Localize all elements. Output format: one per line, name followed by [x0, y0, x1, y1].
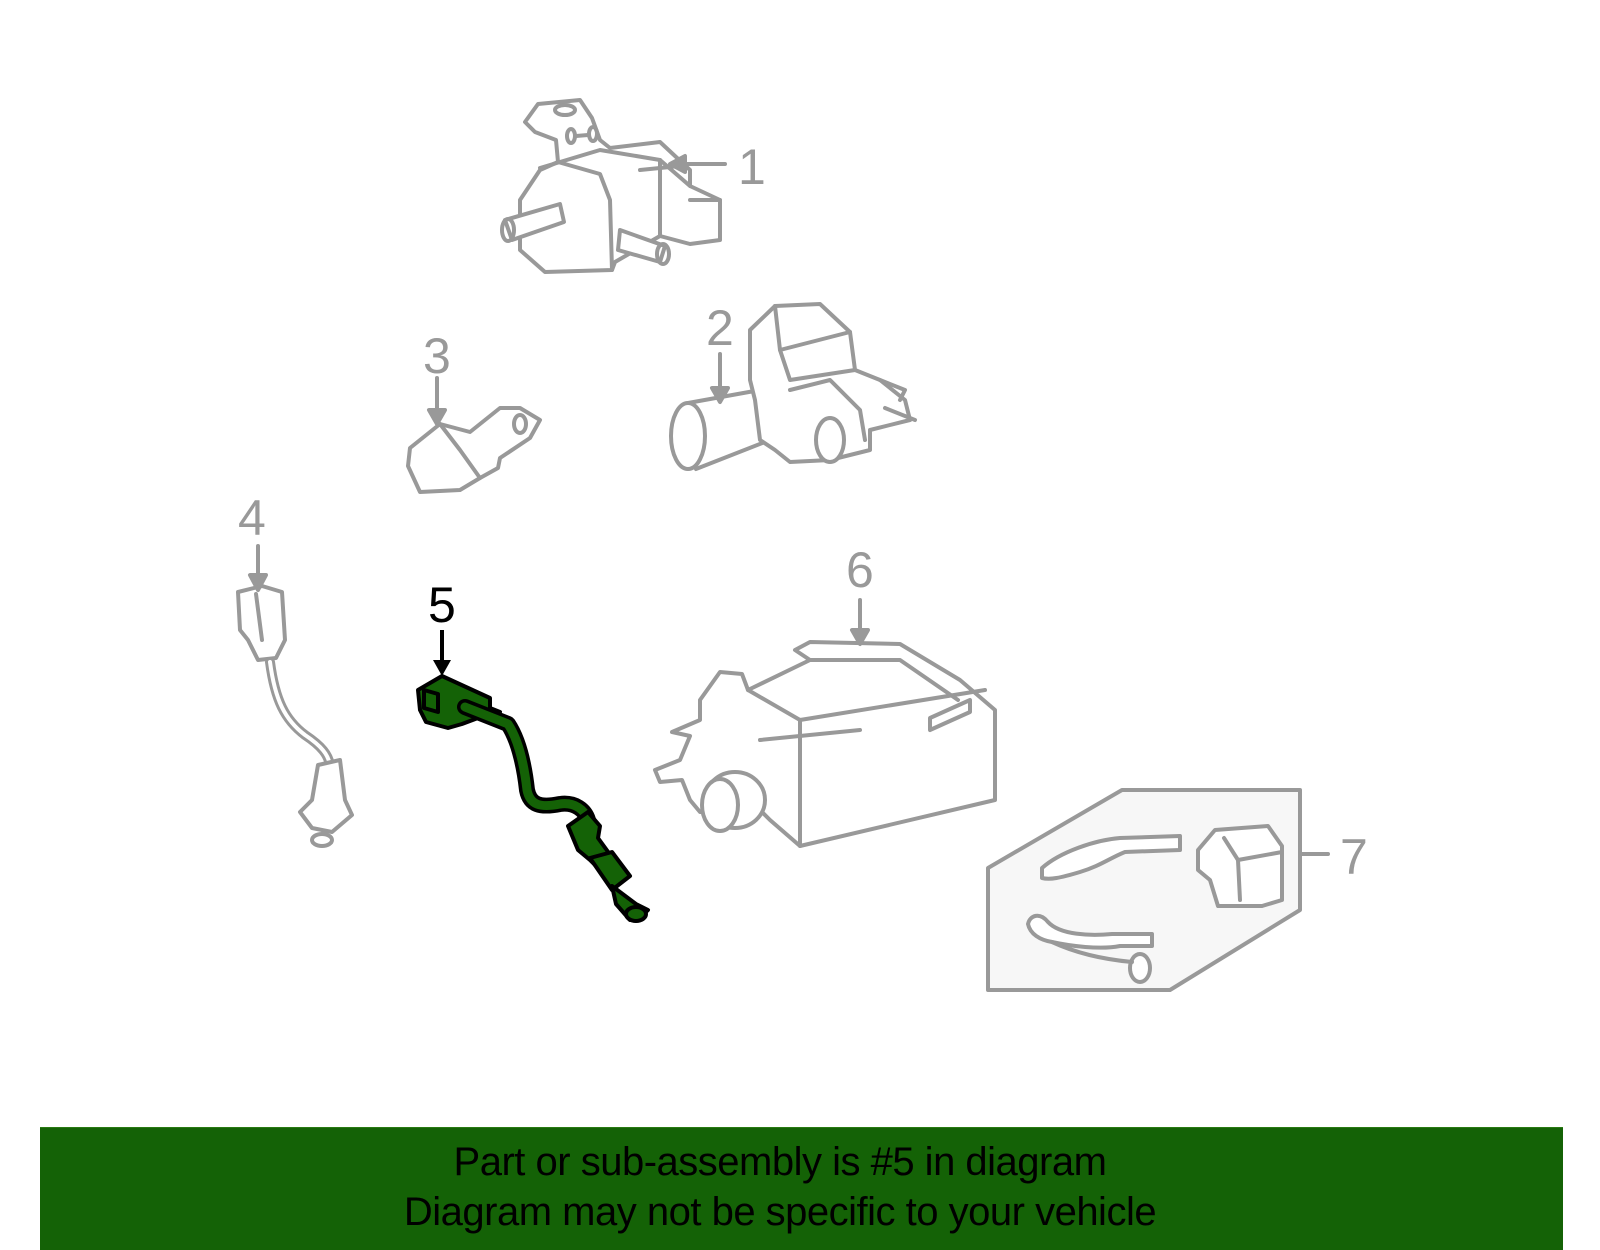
- callout-6[interactable]: 6: [846, 542, 874, 598]
- part-6-canister-drawing: [653, 598, 997, 848]
- callout-4[interactable]: 4: [238, 490, 266, 546]
- part-7-hose-kit-drawing: [986, 788, 1330, 992]
- info-banner: Part or sub-assembly is #5 in diagram Di…: [40, 1127, 1563, 1250]
- callout-5-arrow: [433, 630, 451, 676]
- parts-diagram: [236, 98, 1330, 992]
- callout-5[interactable]: 5: [428, 577, 456, 633]
- part-3-sensor-drawing: [406, 376, 542, 494]
- part-5-oxygen-sensor-highlighted[interactable]: [416, 674, 650, 923]
- callout-7[interactable]: 7: [1340, 829, 1368, 885]
- callout-1[interactable]: 1: [738, 139, 766, 195]
- callout-3[interactable]: 3: [423, 328, 451, 384]
- part-1-valve-drawing: [500, 98, 727, 274]
- banner-part-info: Part or sub-assembly is #5 in diagram: [453, 1140, 1107, 1184]
- part-4-sensor-drawing: [236, 544, 354, 848]
- part-2-valve-drawing: [669, 302, 917, 471]
- callout-2[interactable]: 2: [706, 300, 734, 356]
- banner-disclaimer: Diagram may not be specific to your vehi…: [403, 1190, 1157, 1234]
